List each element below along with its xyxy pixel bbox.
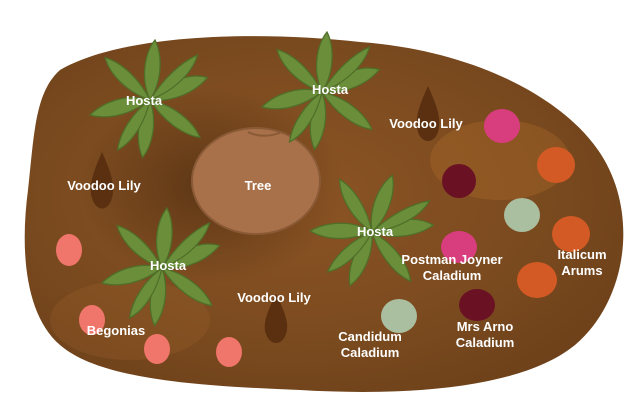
caladium-maroon [442, 164, 476, 198]
caladium-maroon [459, 289, 495, 321]
begonia [79, 305, 105, 335]
label-hosta: Hosta [150, 258, 187, 273]
caladium-orange [537, 147, 575, 183]
label-hosta: Hosta [357, 224, 394, 239]
voodoo-lily-bulb [416, 86, 440, 141]
label-mrs-arno: Mrs Arno [457, 319, 514, 334]
label-voodoo-lily: Voodoo Lily [67, 178, 141, 193]
label-mrs-arno-caladium: Caladium [456, 335, 515, 350]
label-postman-joyner: Postman Joyner [401, 252, 502, 267]
label-hosta: Hosta [126, 93, 163, 108]
begonia [216, 337, 242, 367]
label-tree: Tree [245, 178, 272, 193]
label-voodoo-lily: Voodoo Lily [389, 116, 463, 131]
tree-trunk-shape [191, 127, 321, 235]
begonia [56, 234, 82, 266]
voodoo-lily-bulb [264, 294, 288, 343]
caladium-orange [552, 216, 590, 252]
caladium-orange [517, 262, 557, 298]
label-voodoo-lily: Voodoo Lily [237, 290, 311, 305]
label-arums: Arums [561, 263, 602, 278]
caladium-candidum [504, 198, 540, 232]
label-candidum: Candidum [338, 329, 402, 344]
caladium-pink [484, 109, 520, 143]
label-candidum-caladium: Caladium [341, 345, 400, 360]
label-hosta: Hosta [312, 82, 349, 97]
voodoo-lily-bulb [90, 152, 114, 209]
label-italicum: Italicum [557, 247, 606, 262]
soil-highlight [50, 280, 210, 360]
label-begonias: Begonias [87, 323, 146, 338]
caladium-candidum [381, 299, 417, 333]
begonia [144, 334, 170, 364]
caladium-pink [441, 231, 477, 263]
label-postman-caladium: Caladium [423, 268, 482, 283]
tree [191, 127, 321, 235]
